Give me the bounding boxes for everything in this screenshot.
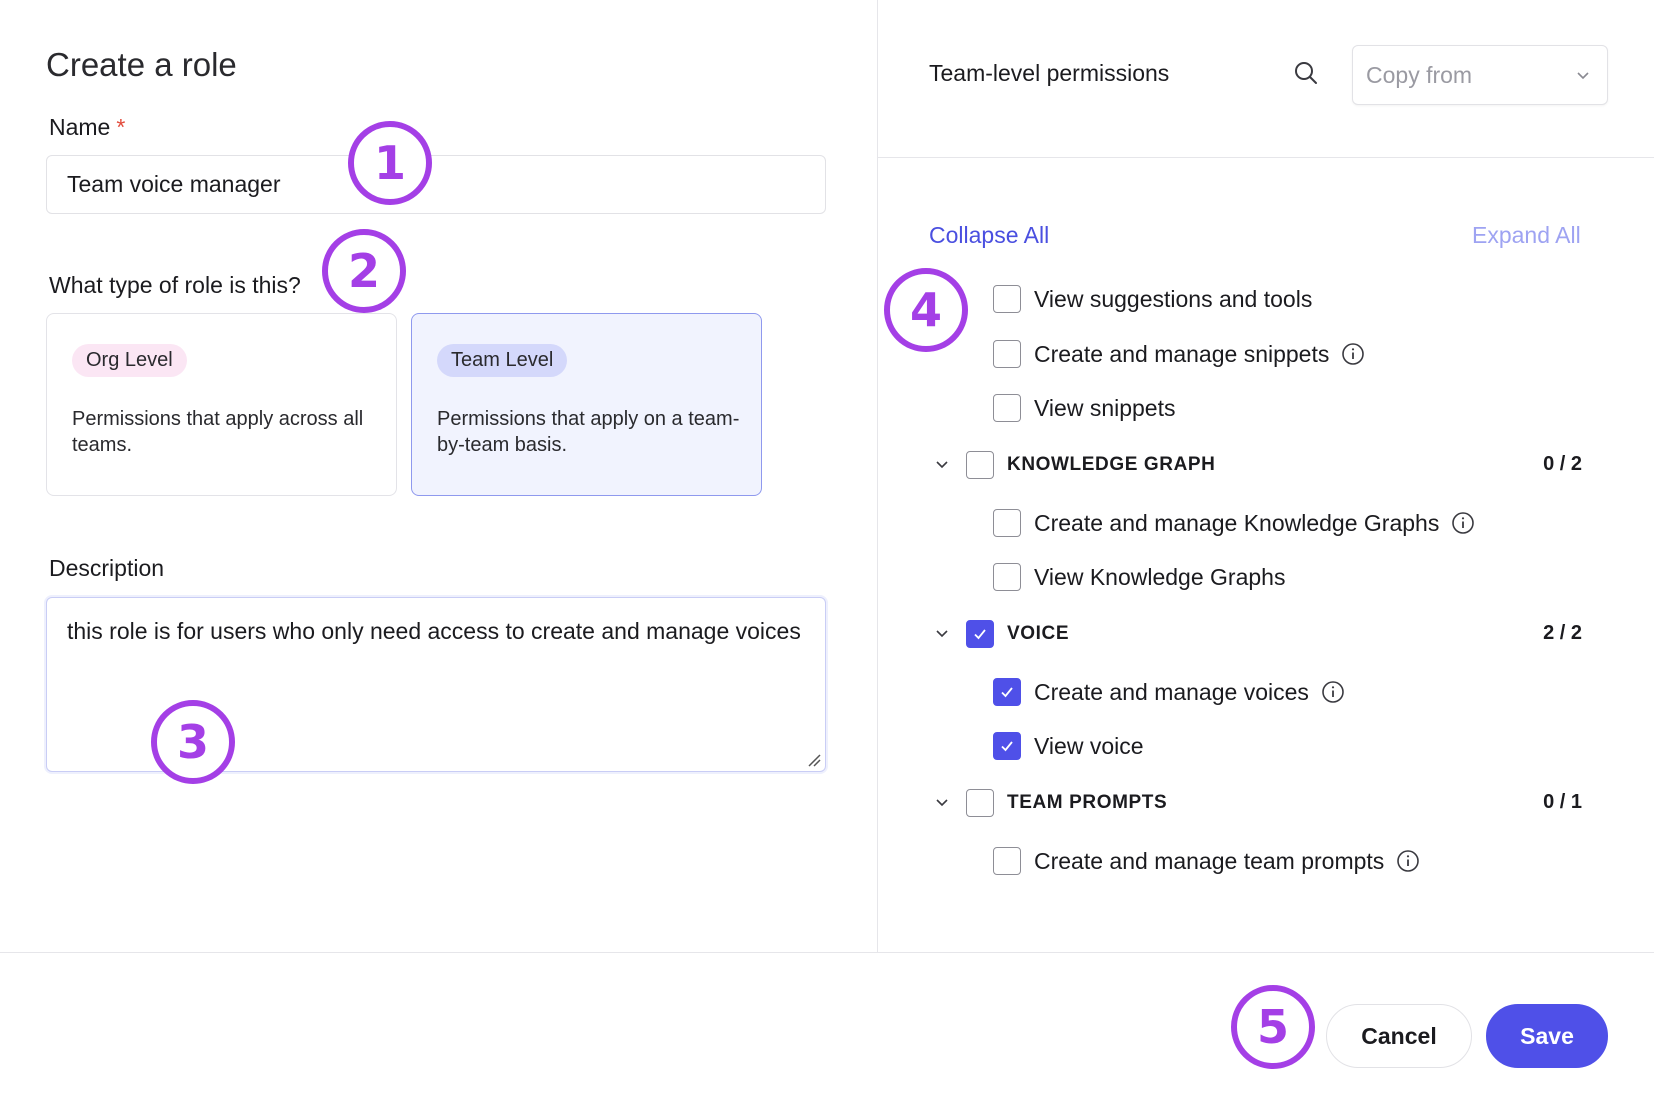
group-count: 0 / 1 bbox=[1543, 791, 1582, 813]
annotation-badge-5: 5 bbox=[1231, 985, 1315, 1069]
group-label: TEAM PROMPTS bbox=[1007, 792, 1168, 813]
permission-row[interactable]: Create and manage team prompts bbox=[993, 844, 1420, 878]
permission-label: Create and manage team prompts bbox=[1034, 847, 1385, 874]
group-checkbox[interactable] bbox=[966, 789, 994, 817]
annotation-badge-1: 1 bbox=[348, 121, 432, 205]
role-card-team-level[interactable]: Team Level Permissions that apply on a t… bbox=[411, 313, 762, 496]
permission-checkbox[interactable] bbox=[993, 563, 1021, 591]
permission-row[interactable]: View Knowledge Graphs bbox=[993, 560, 1285, 594]
permission-row[interactable]: Create and manage snippets bbox=[993, 337, 1365, 371]
permission-label: Create and manage Knowledge Graphs bbox=[1034, 509, 1440, 536]
annotation-badge-3: 3 bbox=[151, 700, 235, 784]
permission-group-knowledge-graph[interactable]: KNOWLEDGE GRAPH bbox=[966, 448, 1216, 482]
permission-checkbox[interactable] bbox=[993, 285, 1021, 313]
expand-all-link[interactable]: Expand All bbox=[1472, 222, 1581, 248]
group-checkbox[interactable] bbox=[966, 451, 994, 479]
permission-checkbox[interactable] bbox=[993, 678, 1021, 706]
group-count: 0 / 2 bbox=[1543, 453, 1582, 475]
permission-checkbox[interactable] bbox=[993, 340, 1021, 368]
chevron-down-icon[interactable] bbox=[933, 456, 951, 474]
info-icon[interactable] bbox=[1451, 511, 1475, 535]
permission-checkbox[interactable] bbox=[993, 394, 1021, 422]
permission-row[interactable]: Create and manage Knowledge Graphs bbox=[993, 506, 1475, 540]
cancel-button[interactable]: Cancel bbox=[1326, 1004, 1472, 1068]
permission-row[interactable]: View suggestions and tools bbox=[993, 282, 1312, 316]
footer-divider bbox=[0, 952, 1654, 953]
permission-label: View snippets bbox=[1034, 394, 1176, 421]
permission-checkbox[interactable] bbox=[993, 847, 1021, 875]
permissions-title: Team-level permissions bbox=[929, 60, 1170, 86]
header-divider bbox=[878, 157, 1654, 158]
permission-group-team-prompts[interactable]: TEAM PROMPTS bbox=[966, 786, 1167, 820]
permission-checkbox[interactable] bbox=[993, 732, 1021, 760]
role-form: Create a role Name* Team voice manager W… bbox=[0, 0, 877, 952]
org-level-pill: Org Level bbox=[72, 344, 187, 377]
permission-label: Create and manage snippets bbox=[1034, 340, 1330, 367]
info-icon[interactable] bbox=[1341, 342, 1365, 366]
check-icon bbox=[1001, 741, 1013, 752]
team-level-pill: Team Level bbox=[437, 344, 568, 377]
chevron-down-icon[interactable] bbox=[933, 794, 951, 812]
team-level-description: Permissions that apply on a team-by-team… bbox=[437, 408, 740, 456]
search-icon[interactable] bbox=[1293, 60, 1319, 86]
page-title: Create a role bbox=[46, 46, 237, 83]
permission-label: Create and manage voices bbox=[1034, 678, 1309, 705]
check-icon bbox=[974, 629, 986, 640]
name-label: Name* bbox=[49, 114, 125, 141]
permission-label: View suggestions and tools bbox=[1034, 285, 1313, 312]
chevron-down-icon bbox=[1577, 72, 1589, 80]
group-count: 2 / 2 bbox=[1543, 622, 1582, 644]
annotation-badge-2: 2 bbox=[322, 229, 406, 313]
role-type-label: What type of role is this? bbox=[49, 272, 301, 298]
annotation-badge-4: 4 bbox=[884, 268, 968, 352]
name-label-text: Name bbox=[49, 114, 111, 140]
description-label: Description bbox=[49, 555, 165, 581]
permission-row[interactable]: View voice bbox=[993, 729, 1144, 763]
chevron-down-icon[interactable] bbox=[933, 625, 951, 643]
collapse-all-link[interactable]: Collapse All bbox=[929, 222, 1050, 248]
permission-checkbox[interactable] bbox=[993, 509, 1021, 537]
copy-from-placeholder: Copy from bbox=[1366, 62, 1473, 88]
org-level-description: Permissions that apply across all teams. bbox=[72, 408, 364, 456]
group-label: KNOWLEDGE GRAPH bbox=[1007, 454, 1216, 475]
permission-row[interactable]: Create and manage voices bbox=[993, 675, 1345, 709]
permission-row[interactable]: View snippets bbox=[993, 391, 1176, 425]
group-checkbox[interactable] bbox=[966, 620, 994, 648]
name-input[interactable]: Team voice manager bbox=[46, 155, 826, 214]
copy-from-select[interactable]: Copy from bbox=[1352, 45, 1608, 105]
permission-label: View voice bbox=[1034, 732, 1144, 759]
info-icon[interactable] bbox=[1396, 849, 1420, 873]
panel-divider bbox=[877, 0, 878, 952]
required-mark: * bbox=[116, 114, 126, 140]
role-card-org-level[interactable]: Org Level Permissions that apply across … bbox=[46, 313, 397, 496]
save-button[interactable]: Save bbox=[1486, 1004, 1608, 1068]
permission-label: View Knowledge Graphs bbox=[1034, 563, 1286, 590]
resize-handle-icon[interactable] bbox=[807, 753, 821, 767]
check-icon bbox=[1001, 687, 1013, 698]
permission-group-voice[interactable]: VOICE bbox=[966, 617, 1069, 651]
description-text: this role is for users who only need acc… bbox=[67, 618, 801, 644]
info-icon[interactable] bbox=[1321, 680, 1345, 704]
group-label: VOICE bbox=[1007, 623, 1070, 644]
